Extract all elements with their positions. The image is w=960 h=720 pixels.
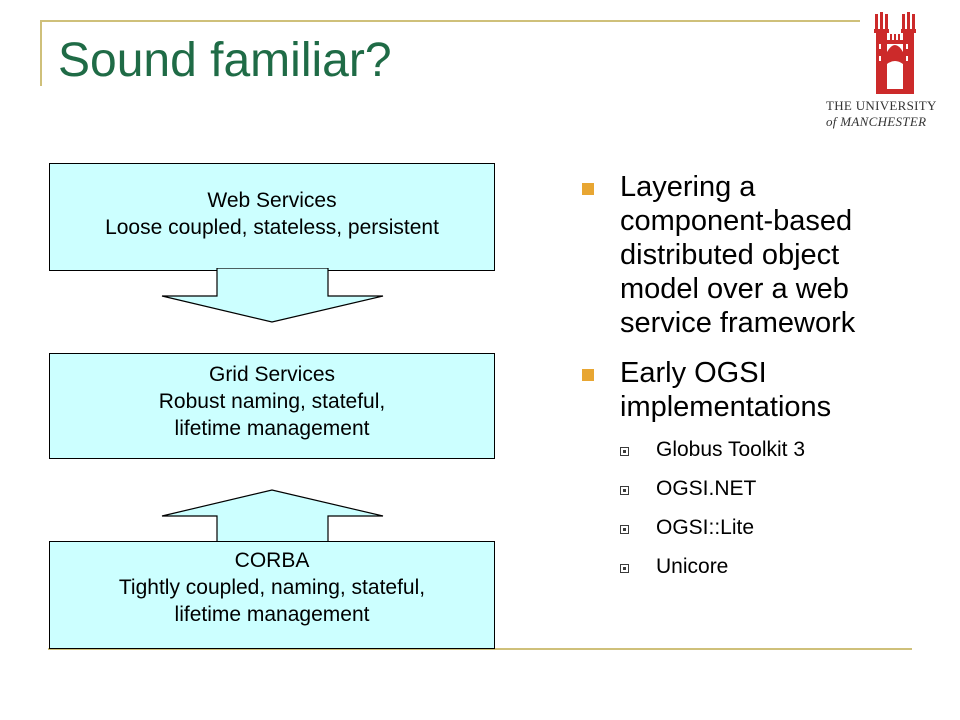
bullet-text-line: Layering a — [620, 171, 756, 203]
web-services-label: Web Services — [207, 189, 337, 212]
slide-title: Sound familiar? — [58, 34, 392, 87]
bullet-item-ogsi: Early OGSI implementations — [580, 356, 940, 424]
checkbox-bullet-icon — [620, 525, 629, 534]
checkbox-bullet-icon — [620, 564, 629, 573]
sub-item-ogsi-net: OGSI.NET — [580, 476, 940, 502]
university-crest-icon — [874, 12, 916, 94]
grid-services-box: Grid Services Robust naming, stateful, l… — [49, 353, 495, 459]
corba-label: CORBA — [234, 549, 310, 572]
sub-item-label: OGSI.NET — [656, 477, 757, 500]
square-bullet-icon — [582, 369, 594, 381]
bullet-text-line: distributed object — [620, 239, 840, 271]
square-bullet-icon — [582, 183, 594, 195]
frame-bottom-line — [48, 648, 912, 650]
grid-services-desc-2: lifetime management — [174, 417, 370, 440]
wordmark-line-1: THE UNIVERSITY — [826, 98, 937, 113]
web-services-box: Web Services Loose coupled, stateless, p… — [49, 163, 495, 271]
web-services-desc: Loose coupled, stateless, persistent — [105, 216, 439, 239]
sub-item-label: Unicore — [656, 555, 729, 578]
checkbox-bullet-icon — [620, 447, 629, 456]
up-arrow-icon — [161, 489, 384, 545]
sub-item-ogsi-lite: OGSI::Lite — [580, 515, 940, 541]
corba-desc-1: Tightly coupled, naming, stateful, — [118, 576, 426, 599]
corba-desc-2: lifetime management — [174, 603, 370, 626]
grid-services-desc-1: Robust naming, stateful, — [158, 390, 386, 413]
bullet-text-line: component-based — [620, 205, 853, 237]
university-wordmark: THE UNIVERSITY of MANCHESTER — [826, 98, 956, 130]
bullet-item-layering: Layering a component-based distributed o… — [580, 170, 940, 340]
sub-item-label: OGSI::Lite — [656, 516, 755, 539]
bullet-text-line: service framework — [620, 307, 856, 339]
sub-item-unicore: Unicore — [580, 554, 940, 580]
sub-item-label: Globus Toolkit 3 — [656, 438, 806, 461]
sub-item-globus: Globus Toolkit 3 — [580, 437, 940, 463]
corba-box: CORBA Tightly coupled, naming, stateful,… — [49, 541, 495, 649]
wordmark-line-2: of MANCHESTER — [826, 114, 927, 129]
checkbox-bullet-icon — [620, 486, 629, 495]
down-arrow-icon — [161, 268, 384, 323]
grid-services-label: Grid Services — [208, 363, 336, 386]
bullet-text-line: model over a web — [620, 273, 849, 305]
frame-left-line — [40, 20, 42, 86]
bullet-list: Layering a component-based distributed o… — [580, 170, 940, 580]
bullet-text-line: Early OGSI — [620, 357, 767, 389]
bullet-text-line: implementations — [620, 391, 832, 423]
frame-top-line — [40, 20, 860, 22]
